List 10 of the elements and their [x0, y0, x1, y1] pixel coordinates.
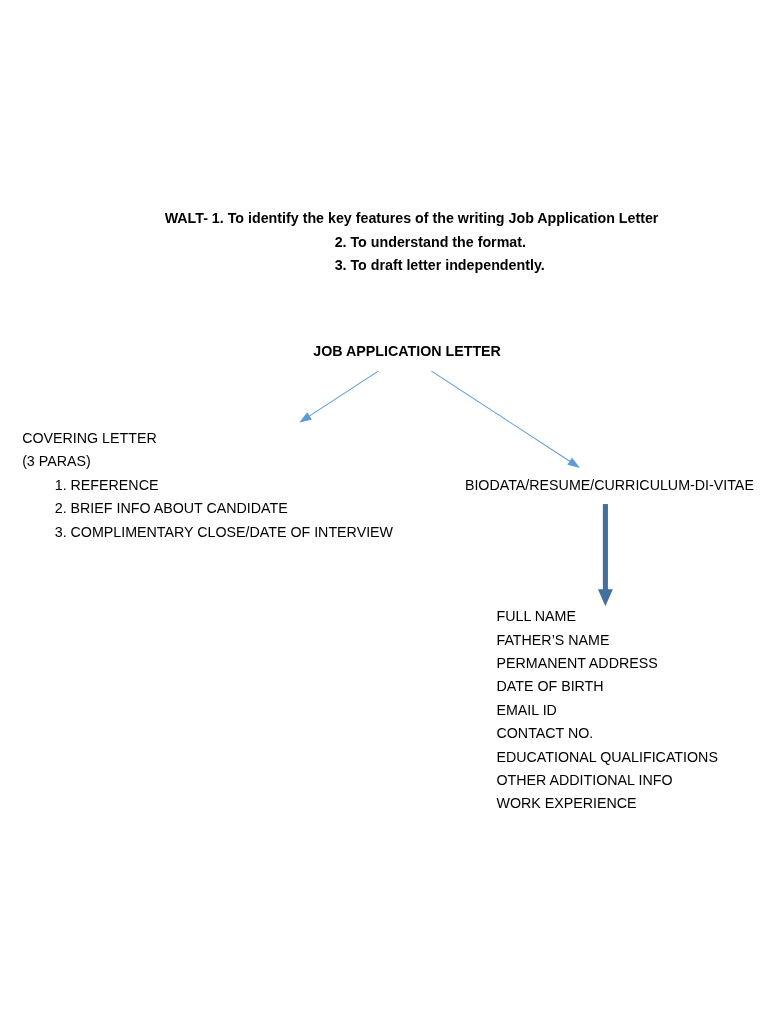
label: 3. To draft letter independently. — [334, 256, 545, 273]
arrow — [431, 370, 580, 468]
node-text: JOB APPLICATION LETTER — [313, 342, 501, 359]
node-text: FULL NAME FATHER’S NAME PERMANENT ADDRESS DATE OF BIRTH EMAIL ID CONTACT NO. EDUCATIONAL QUALIFICATIONS OTHER ADDITIONAL INFO WORK EXPERIENCE — [496, 608, 718, 812]
arrow — [299, 370, 379, 423]
node-text: BIODATA/RESUME/CURRICULUM-DI-VITAE — [464, 476, 754, 493]
label: WALT- 1. To identify the key features of the writing Job Application Letter — [164, 210, 659, 227]
node-text: COVERING LETTER (3 PARAS) 1. REFERENCE 2. BRIEF INFO ABOUT CANDIDATE 3. COMPLIMENTARY CLOSE/DATE OF INTERVIEW — [22, 429, 394, 540]
arrow — [597, 504, 613, 607]
label: 2. To understand the format. — [334, 233, 526, 250]
